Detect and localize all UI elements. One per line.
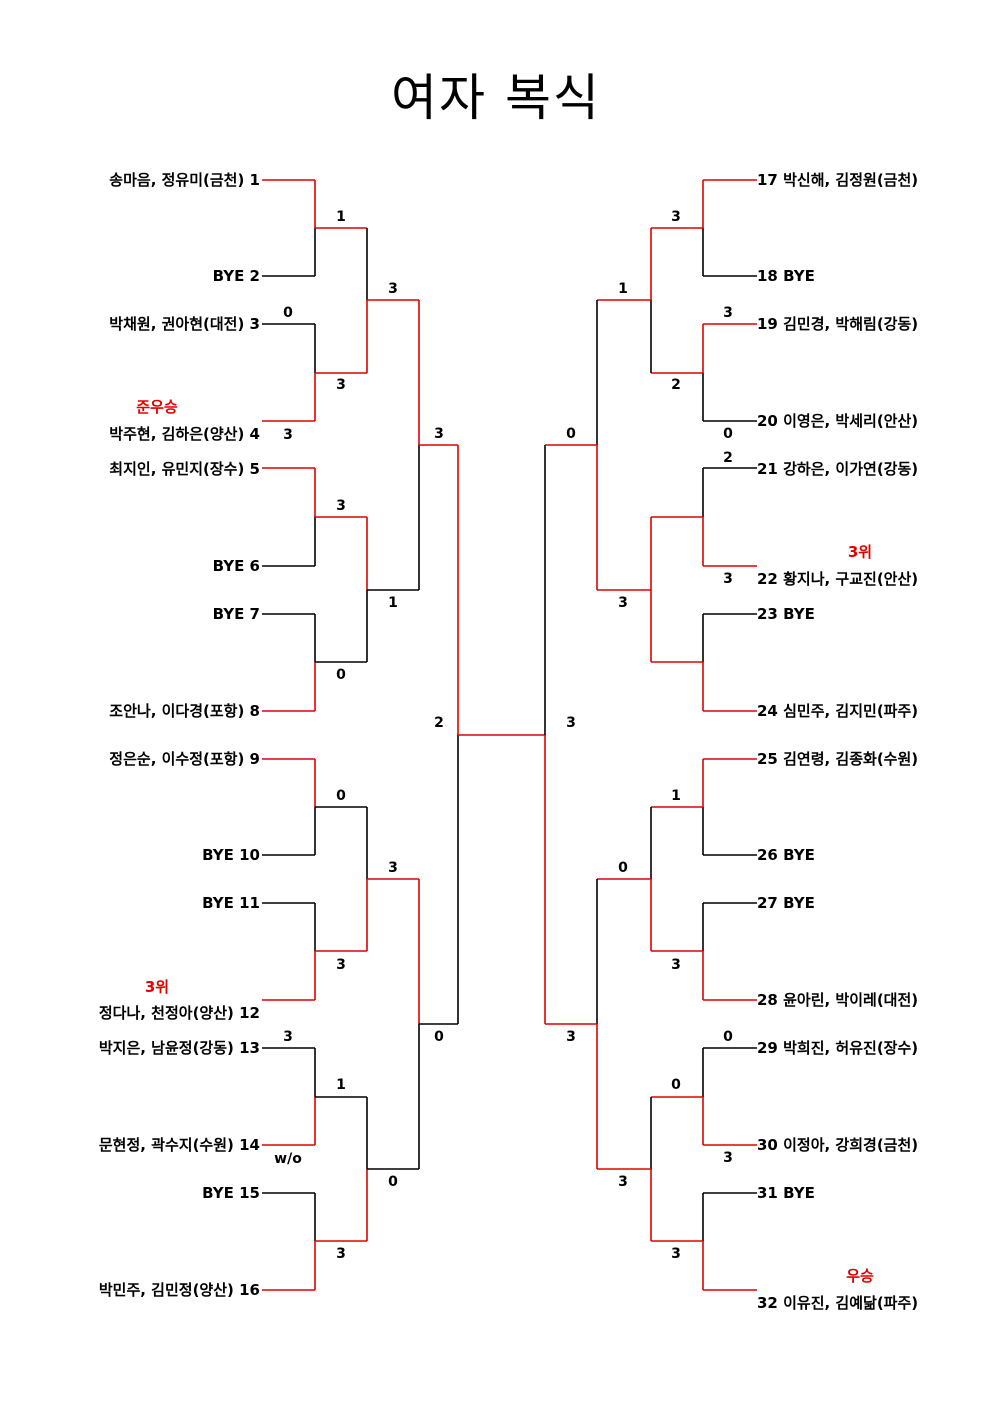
left-entry: 문현정, 곽수지(수원) 14 [99,1136,260,1154]
left-entry: 박주현, 김하은(양산) 4 [109,425,260,443]
left-entry: BYE 11 [202,894,260,912]
left-entry: 최지인, 유민지(장수) 5 [109,460,260,478]
right-entry: 18 BYE [757,267,815,285]
score: 1 [336,209,346,225]
right-entry: 23 BYE [757,605,815,623]
right-entry: 27 BYE [757,894,815,912]
score: 0 [618,860,628,876]
winner-label: 우승 [846,1267,874,1285]
score: w/o [274,1151,302,1167]
score: 0 [336,667,346,683]
score: 3 [388,281,398,297]
left-entry: BYE 2 [213,267,260,285]
score: 1 [618,281,628,297]
score: 3 [434,426,444,442]
score: 0 [283,305,293,321]
right-entry: 22 황지나, 구교진(안산) [757,570,918,588]
third-place-label-right: 3위 [848,543,872,561]
score: 0 [388,1174,398,1190]
score: 3 [618,595,628,611]
score: 3 [336,377,346,393]
score: 3 [388,860,398,876]
right-entry: 32 이유진, 김예닮(파주) [757,1294,918,1312]
left-entry: 박민주, 김민정(양산) 16 [99,1281,260,1299]
final-score-left: 2 [434,715,444,731]
left-entry: BYE 10 [202,846,260,864]
right-entry: 30 이정아, 강희경(금천) [757,1136,918,1154]
score: 3 [671,1246,681,1262]
score: 3 [283,427,293,443]
left-entry: 조안나, 이다경(포항) 8 [109,702,260,720]
score: 1 [671,788,681,804]
score: 3 [671,957,681,973]
page-title: 여자 복식 [391,69,601,127]
right-entry: 28 윤아린, 박이레(대전) [757,991,918,1009]
right-entry: 19 김민경, 박해림(강동) [757,315,918,333]
right-entry: 31 BYE [757,1184,815,1202]
score: 3 [336,957,346,973]
left-entry: BYE 6 [213,557,260,575]
score: 3 [566,1029,576,1045]
score: 3 [723,571,733,587]
right-entry: 24 심민주, 김지민(파주) [757,702,918,720]
score: 2 [723,450,733,466]
score: 0 [566,426,576,442]
left-entry: 박지은, 남윤정(강동) 13 [99,1039,260,1057]
third-place-label-left: 3위 [145,978,169,996]
right-entry: 17 박신해, 김정원(금천) [757,171,918,189]
score: 3 [723,1150,733,1166]
right-entry: 20 이영은, 박세리(안산) [757,412,918,430]
score: 0 [336,788,346,804]
bracket-labels: 송마음, 정유미(금천) 1 BYE 2 박채원, 권아현(대전) 3 박주현,… [99,171,918,1312]
score: 0 [723,1029,733,1045]
score: 0 [723,426,733,442]
score: 3 [723,305,733,321]
score: 3 [336,498,346,514]
right-entry: 26 BYE [757,846,815,864]
left-entry: BYE 7 [213,605,260,623]
left-entry: 박채원, 권아현(대전) 3 [109,315,260,333]
runner-up-label: 준우승 [136,398,178,416]
left-entry: BYE 15 [202,1184,260,1202]
score: 3 [671,209,681,225]
left-entry: 정다나, 천정아(양산) 12 [99,1004,260,1022]
score: 0 [671,1077,681,1093]
right-entry: 29 박희진, 허유진(장수) [757,1039,918,1057]
right-entry: 21 강하은, 이가연(강동) [757,460,918,478]
score: 3 [283,1029,293,1045]
left-entry: 송마음, 정유미(금천) 1 [109,171,260,189]
score: 0 [434,1029,444,1045]
score: 2 [671,377,681,393]
right-entry: 25 김연령, 김종화(수원) [757,750,918,768]
score: 3 [336,1246,346,1262]
left-entry: 정은순, 이수정(포항) 9 [109,750,260,768]
final-score-right: 3 [566,715,576,731]
score: 1 [388,595,398,611]
score: 1 [336,1077,346,1093]
score: 3 [618,1174,628,1190]
bracket-lines [262,179,757,1291]
